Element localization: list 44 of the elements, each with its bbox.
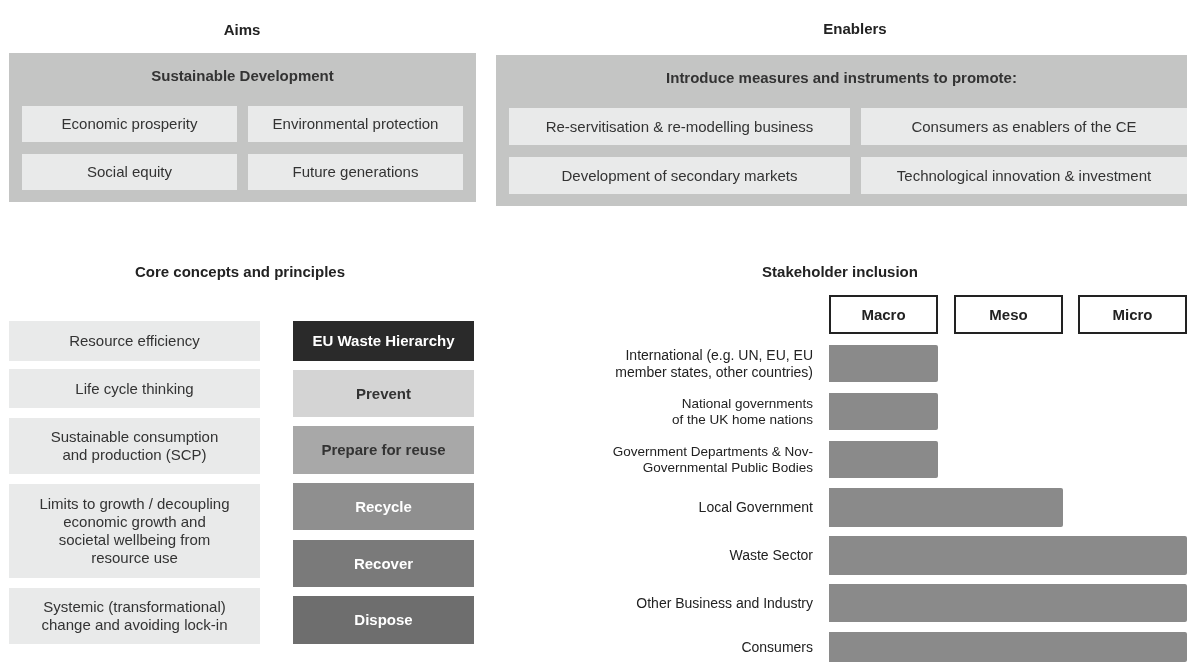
section-title: Aims	[223, 21, 261, 38]
enabler-box: Re-servitisation & re-modelling business	[509, 108, 850, 145]
panel-heading: Sustainable Development	[150, 67, 335, 85]
aim-box: Future generations	[248, 154, 463, 190]
aim-box: Environmental protection	[248, 106, 463, 142]
concept-box: Resource efficiency	[9, 321, 260, 361]
stakeholder-bar	[829, 632, 1187, 662]
section-title: Core concepts and principles	[134, 263, 346, 280]
hierarchy-step: Recover	[293, 540, 474, 587]
concept-box: Systemic (transformational) change and avoiding lock-in	[9, 588, 260, 644]
hierarchy-header: EU Waste Hierarchy	[293, 321, 474, 361]
stakeholder-label: International (e.g. UN, EU, EU member states, other countries)	[614, 346, 813, 382]
section-title: Enablers	[823, 20, 887, 37]
enabler-box: Consumers as enablers of the CE	[861, 108, 1187, 145]
scale-header: Micro	[1078, 295, 1187, 334]
concept-box: Sustainable consumption and production (SCP)	[9, 418, 260, 474]
stakeholder-label: National governments of the UK home nations	[670, 395, 813, 429]
scale-header: Meso	[954, 295, 1063, 334]
enabler-box: Technological innovation & investment	[861, 157, 1187, 194]
stakeholder-label: Waste Sector	[728, 546, 813, 566]
concept-box: Life cycle thinking	[9, 369, 260, 408]
stakeholder-label: Other Business and Industry	[635, 593, 813, 613]
panel-heading: Introduce measures and instruments to promote:	[665, 69, 1018, 87]
hierarchy-step: Dispose	[293, 596, 474, 644]
stakeholder-bar	[829, 536, 1187, 575]
stakeholder-label: Local Government	[697, 498, 813, 518]
aim-box: Economic prosperity	[22, 106, 237, 142]
stakeholder-bar	[829, 488, 1063, 527]
stakeholder-bar	[829, 441, 938, 478]
enabler-box: Development of secondary markets	[509, 157, 850, 194]
hierarchy-step: Prepare for reuse	[293, 426, 474, 474]
hierarchy-step: Prevent	[293, 370, 474, 417]
aim-box: Social equity	[22, 154, 237, 190]
stakeholder-label: Consumers	[740, 637, 813, 657]
section-title: Stakeholder inclusion	[762, 263, 918, 280]
stakeholder-bar	[829, 393, 938, 430]
concept-box: Limits to growth / decoupling economic growth and societal wellbeing from resource use	[9, 484, 260, 578]
stakeholder-bar	[829, 584, 1187, 622]
enablers-panel	[496, 55, 1187, 206]
scale-header: Macro	[829, 295, 938, 334]
stakeholder-label: Government Departments & Nov-Governmental Public Bodies	[611, 443, 813, 477]
aims-panel	[9, 53, 476, 202]
stakeholder-bar	[829, 345, 938, 382]
hierarchy-step: Recycle	[293, 483, 474, 530]
